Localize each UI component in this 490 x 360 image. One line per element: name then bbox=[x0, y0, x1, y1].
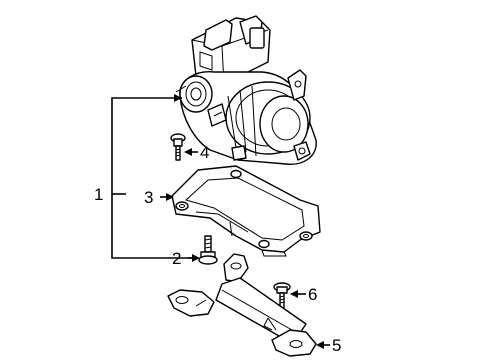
callout-3: 3 bbox=[144, 188, 153, 207]
callout-6: 6 bbox=[308, 285, 317, 304]
callout-labels: 1 2 3 4 5 6 bbox=[94, 143, 341, 355]
mount-5 bbox=[167, 253, 317, 357]
callout-1: 1 bbox=[94, 185, 103, 204]
bracket-3 bbox=[171, 165, 321, 257]
callout-4: 4 bbox=[200, 143, 209, 162]
compressor-assembly bbox=[175, 15, 317, 165]
callout-2: 2 bbox=[172, 249, 181, 268]
bolt-4 bbox=[170, 133, 186, 161]
leader-1 bbox=[111, 97, 182, 194]
bolt-6 bbox=[273, 282, 291, 309]
bolt-2 bbox=[198, 235, 218, 265]
leader-lines bbox=[111, 94, 330, 349]
callout-5: 5 bbox=[332, 336, 341, 355]
